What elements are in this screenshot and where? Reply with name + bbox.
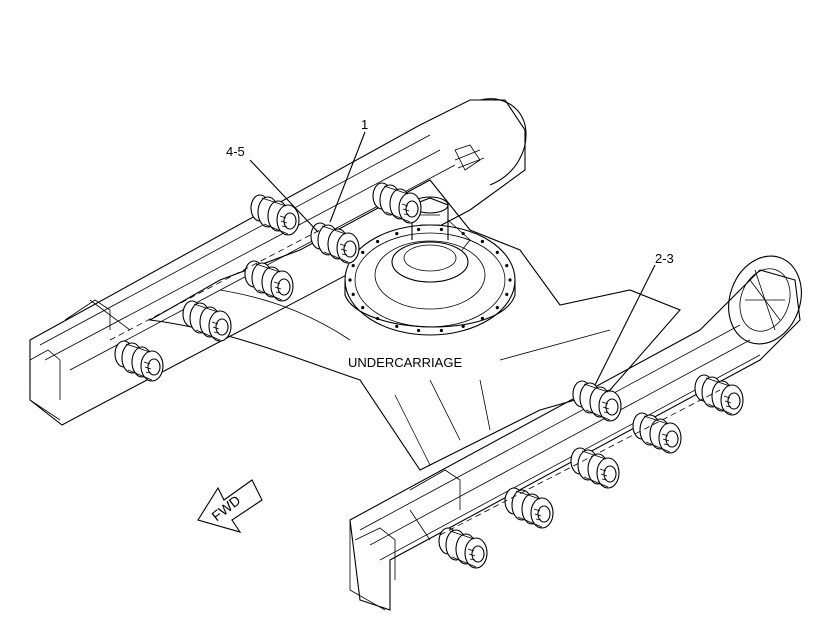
- roller: [632, 412, 682, 454]
- undercarriage-label: UNDERCARRIAGE: [348, 355, 463, 370]
- roller: [438, 527, 488, 569]
- swing-bearing: [344, 196, 516, 336]
- track-chain-lines: [109, 229, 721, 536]
- callout-1: 1: [361, 117, 369, 132]
- roller: [114, 340, 164, 382]
- roller: [372, 182, 422, 224]
- roller: [250, 194, 300, 236]
- roller: [504, 487, 554, 529]
- callout-2-3: 2-3: [655, 251, 674, 266]
- roller: [694, 374, 744, 416]
- roller: [570, 447, 620, 489]
- roller: [244, 260, 294, 302]
- leader-1: [329, 131, 366, 223]
- callout-leaders: [249, 131, 656, 386]
- leader-2-3: [594, 264, 656, 386]
- right-track-frame: [349, 255, 802, 611]
- left-track-frame: [29, 98, 527, 426]
- roller-group: [114, 182, 744, 569]
- roller: [310, 222, 360, 264]
- leader-4-5: [249, 159, 319, 233]
- forward-arrow: [197, 479, 263, 533]
- roller: [572, 380, 622, 422]
- roller: [182, 300, 232, 342]
- callout-4-5: 4-5: [226, 144, 245, 159]
